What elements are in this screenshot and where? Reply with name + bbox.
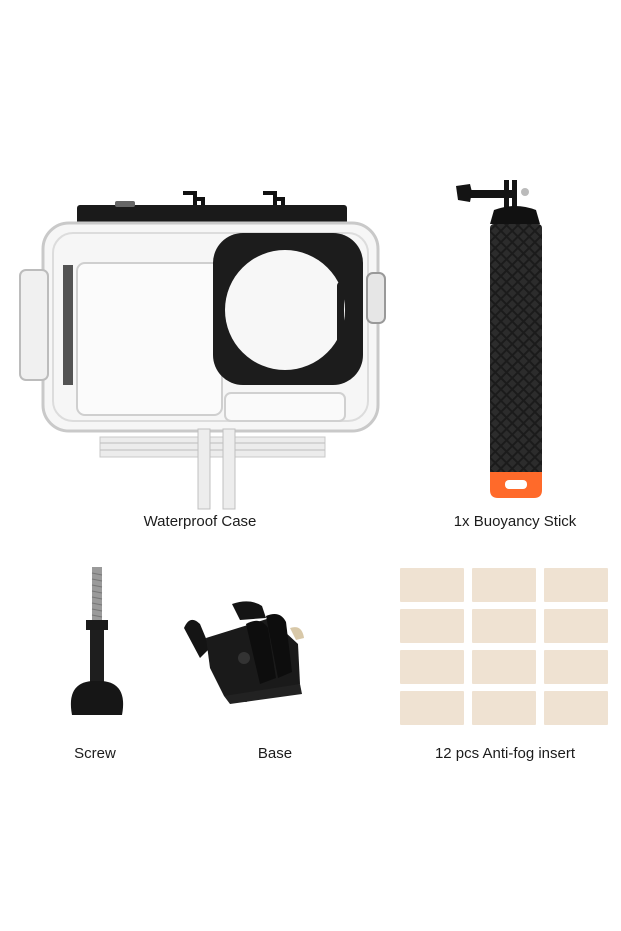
screw-label: Screw (74, 745, 116, 762)
anti-fog-pad (472, 691, 536, 725)
screw-image (62, 565, 132, 725)
anti-fog-pad (544, 568, 608, 602)
anti-fog-pad (472, 609, 536, 643)
base-label: Base (257, 745, 293, 762)
waterproof-case-label: Waterproof Case (143, 513, 257, 530)
anti-fog-pad (472, 568, 536, 602)
anti-fog-pad (544, 650, 608, 684)
anti-fog-pad (544, 609, 608, 643)
buoyancy-stick-image (450, 180, 570, 500)
buoyancy-stick-label: 1x Buoyancy Stick (453, 513, 577, 530)
waterproof-case-image (15, 175, 395, 515)
anti-fog-insert-label: 12 pcs Anti-fog insert (434, 745, 576, 762)
anti-fog-pad (400, 691, 464, 725)
anti-fog-pad (400, 650, 464, 684)
anti-fog-pad (400, 568, 464, 602)
anti-fog-pad (400, 609, 464, 643)
anti-fog-pad (472, 650, 536, 684)
anti-fog-insert-grid (400, 568, 610, 728)
anti-fog-pad (544, 691, 608, 725)
base-image (180, 598, 310, 708)
